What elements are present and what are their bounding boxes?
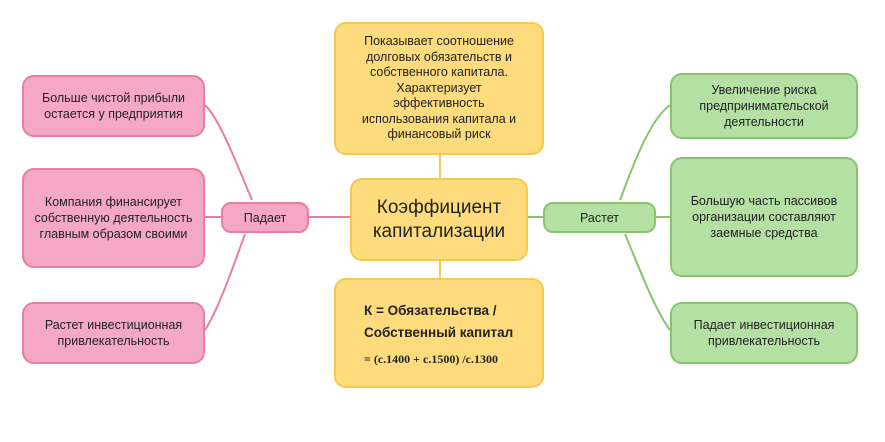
link-left-bottom: [204, 233, 246, 331]
link-right-bottom: [624, 233, 671, 331]
link-left-top: [204, 104, 253, 201]
right-item-2: Большую часть пассивов организации соста…: [670, 157, 858, 277]
left-item-3: Растет инвестиционная привлекательность: [22, 302, 205, 364]
right-item-1: Увеличение риска предпринимательской дея…: [670, 73, 858, 139]
left-connector-falls: Падает: [221, 202, 309, 233]
formula-line-3: = (с.1400 + с.1500) /с.1300: [364, 351, 498, 366]
right-connector-rises: Растет: [543, 202, 656, 233]
formula-line-2: Собственный капитал: [364, 324, 514, 340]
left-item-2: Компания финансирует собственную деятель…: [22, 168, 205, 268]
center-node: Коэффициент капитализации: [350, 178, 528, 261]
formula-line-1: К = Обязательства /: [364, 302, 497, 318]
left-item-1: Больше чистой прибыли остается у предпри…: [22, 75, 205, 137]
link-right-top: [619, 104, 671, 201]
formula-box: К = Обязательства / Собственный капитал …: [334, 278, 544, 388]
description-box: Показывает соотношение долговых обязател…: [334, 22, 544, 155]
right-item-3: Падает инвестиционная привлекательность: [670, 302, 858, 364]
